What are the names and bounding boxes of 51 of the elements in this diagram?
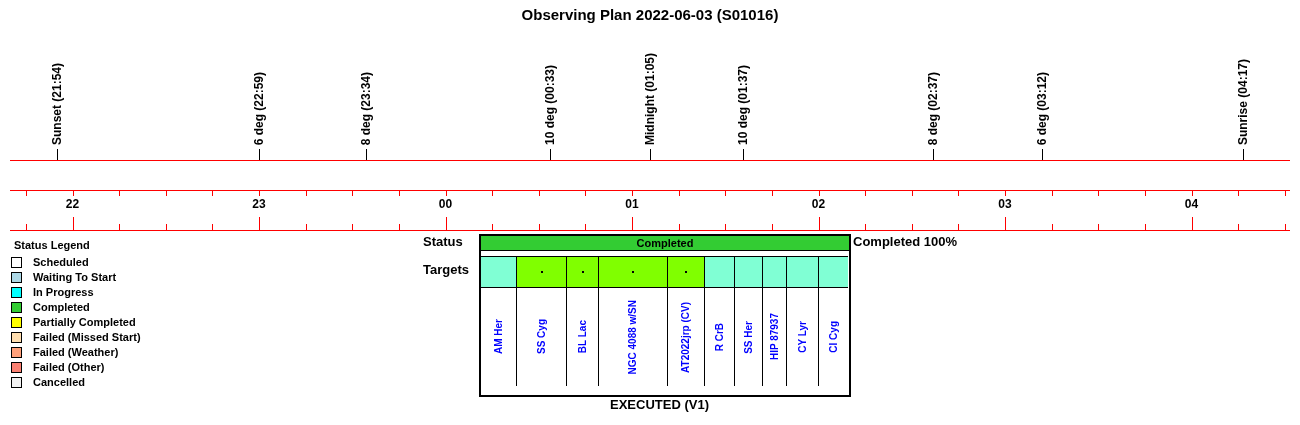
target-column xyxy=(668,256,705,386)
event-label: 6 deg (22:59) xyxy=(252,71,266,145)
row-label: Status xyxy=(423,234,463,249)
legend-label: Failed (Weather) xyxy=(33,346,119,358)
target-name: NGC 4088 w/SN xyxy=(627,299,639,375)
target-name: SS Cyg xyxy=(535,319,548,355)
target-name: SS Her xyxy=(742,320,755,354)
event-label: Sunset (21:54) xyxy=(50,62,64,145)
status-bar: Completed xyxy=(481,236,849,251)
target-name: CY Lyr xyxy=(796,321,809,353)
target-name: R CrB xyxy=(713,322,726,352)
row-label: Targets xyxy=(423,262,469,277)
event-label: Midnight (01:05) xyxy=(643,53,657,145)
chart-title: Observing Plan 2022-06-03 (S01016) xyxy=(520,6,780,23)
legend-label: Completed xyxy=(33,301,90,313)
legend-label: Failed (Other) xyxy=(33,361,105,373)
target-column xyxy=(705,256,735,386)
legend-label: Scheduled xyxy=(33,256,89,268)
target-name: AT2022jrp (CV) xyxy=(680,301,692,373)
event-label: 10 deg (01:37) xyxy=(736,64,750,145)
target-name: HIP 87937 xyxy=(768,313,781,361)
hour-label: 23 xyxy=(251,197,267,211)
target-name: CI Cyg xyxy=(827,321,840,353)
hour-label: 01 xyxy=(624,197,640,211)
legend-title: Status Legend xyxy=(14,239,90,251)
target-column xyxy=(735,256,763,386)
legend-label: Cancelled xyxy=(33,376,85,388)
target-column xyxy=(517,256,567,386)
target-column xyxy=(787,256,819,386)
hour-label: 22 xyxy=(64,197,81,211)
legend-label: Waiting To Start xyxy=(33,271,117,283)
legend-label: In Progress xyxy=(33,286,94,298)
target-column xyxy=(567,256,599,386)
target-column xyxy=(599,256,668,386)
target-column xyxy=(763,256,787,386)
legend-label: Partially Completed xyxy=(33,316,136,328)
plan-caption: EXECUTED (V1) xyxy=(610,397,709,412)
target-column xyxy=(481,256,517,386)
event-label: Sunrise (04:17) xyxy=(1236,58,1250,145)
target-name: AM Her xyxy=(492,319,505,355)
event-label: 6 deg (03:12) xyxy=(1035,71,1049,145)
event-label: 8 deg (02:37) xyxy=(926,71,940,145)
event-label: 8 deg (23:34) xyxy=(359,71,373,145)
hour-label: 04 xyxy=(1183,197,1200,211)
status-summary: Completed 100% xyxy=(853,234,958,249)
hour-label: 00 xyxy=(437,197,454,211)
hour-label: 02 xyxy=(810,197,827,211)
legend-label: Failed (Missed Start) xyxy=(33,331,141,343)
hour-label: 03 xyxy=(997,197,1013,211)
event-label: 10 deg (00:33) xyxy=(543,64,557,145)
target-name: BL Lac xyxy=(576,320,589,354)
